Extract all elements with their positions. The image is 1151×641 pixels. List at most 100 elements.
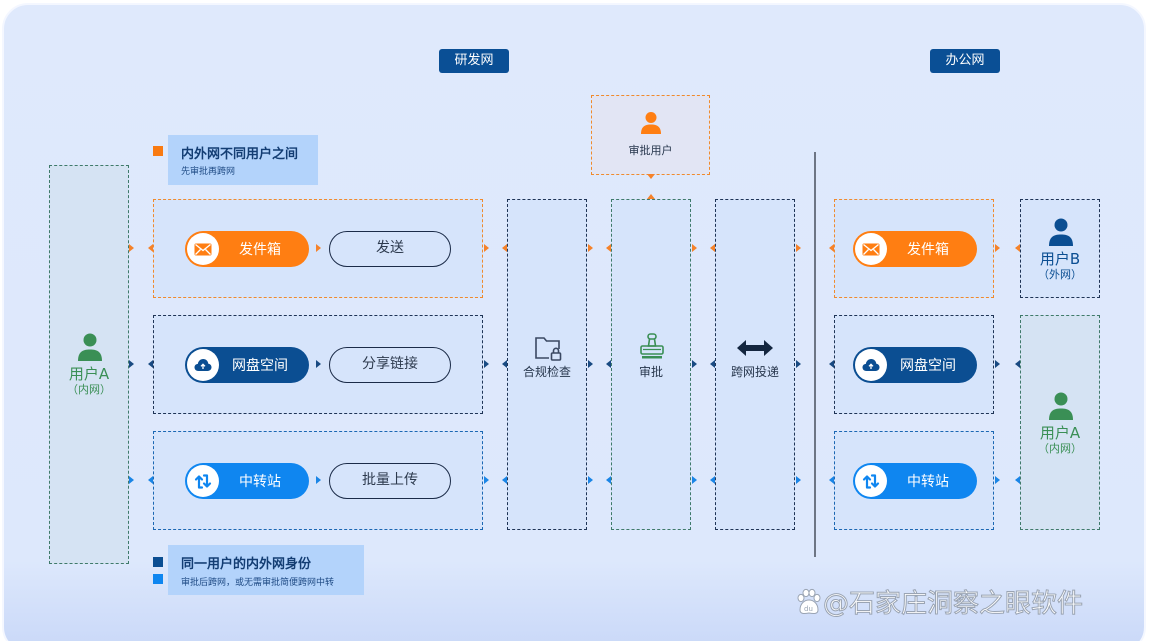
arrow-right-blue bbox=[692, 476, 697, 484]
arrow-right-navy bbox=[129, 360, 134, 368]
right-relay-button[interactable]: 中转站 bbox=[853, 463, 977, 499]
paw-logo-icon: du bbox=[797, 588, 821, 614]
arrow-left-blue bbox=[606, 476, 611, 484]
transfer-icon bbox=[862, 473, 880, 489]
arrow-right-navy bbox=[588, 360, 593, 368]
mail-icon bbox=[862, 243, 880, 255]
left-relay-button[interactable]: 中转站 bbox=[185, 463, 309, 499]
arrow-pill-to-action-blue bbox=[316, 476, 321, 484]
arrow-left-blue bbox=[148, 476, 153, 484]
legend-navy-marker bbox=[153, 557, 163, 567]
arrow-right-blue bbox=[484, 476, 489, 484]
arrow-left-orange bbox=[502, 244, 507, 252]
right-user-b-name: 用户B bbox=[1039, 250, 1081, 268]
batch-upload-button[interactable]: 批量上传 bbox=[329, 463, 451, 499]
arrow-left-navy bbox=[148, 360, 153, 368]
arrow-right-orange bbox=[796, 244, 801, 252]
office-network-tag: 办公网 bbox=[930, 49, 1000, 73]
arrow-left-orange bbox=[606, 244, 611, 252]
arrow-right-orange bbox=[129, 244, 134, 252]
arrow-left-navy bbox=[710, 360, 715, 368]
right-user-a-box[interactable]: 用户A （内网） bbox=[1020, 315, 1100, 530]
stage-delivery-label: 跨网投递 bbox=[730, 365, 779, 379]
stage-compliance-box[interactable]: 合规检查 bbox=[507, 199, 587, 530]
network-separator bbox=[814, 152, 816, 557]
arrow-right-blue bbox=[796, 476, 801, 484]
user-icon bbox=[1049, 218, 1073, 246]
arrow-left-orange bbox=[1015, 244, 1020, 252]
arrow-left-orange bbox=[148, 244, 153, 252]
right-outbox-button[interactable]: 发件箱 bbox=[853, 231, 977, 267]
user-icon bbox=[78, 333, 102, 361]
stage-approval-box[interactable]: 审批 bbox=[611, 199, 691, 530]
arrow-left-navy bbox=[606, 360, 611, 368]
right-relay-label: 中转站 bbox=[907, 474, 949, 490]
arrow-right-navy bbox=[692, 360, 697, 368]
stamp-icon bbox=[640, 333, 664, 359]
left-netdisk-label: 网盘空间 bbox=[232, 358, 288, 374]
arrow-left-blue bbox=[710, 476, 715, 484]
right-user-a-name: 用户A bbox=[1039, 424, 1081, 442]
watermark: du @石家庄洞察之眼软件 bbox=[795, 583, 1084, 620]
arrow-pill-to-action-orange bbox=[316, 244, 321, 252]
share-link-button[interactable]: 分享链接 bbox=[329, 347, 451, 383]
right-outbox-label: 发件箱 bbox=[907, 242, 949, 258]
right-user-b-box[interactable]: 用户B （外网） bbox=[1020, 199, 1100, 298]
legend-bottom-title: 同一用户的内外网身份 bbox=[181, 557, 312, 572]
right-user-a-sub: （内网） bbox=[1038, 442, 1082, 455]
legend-bottom: 同一用户的内外网身份 审批后跨网，或无需审批简便跨网中转 bbox=[168, 545, 364, 595]
right-netdisk-button[interactable]: 网盘空间 bbox=[853, 347, 977, 383]
left-user-a-box[interactable]: 用户A （内网） bbox=[49, 165, 129, 564]
stage-compliance-label: 合规检查 bbox=[522, 365, 571, 379]
arrow-left-blue bbox=[502, 476, 507, 484]
right-user-b-sub: （外网） bbox=[1038, 268, 1082, 281]
approver-label: 审批用户 bbox=[628, 144, 673, 157]
arrow-left-navy bbox=[502, 360, 507, 368]
stage-delivery-box[interactable]: 跨网投递 bbox=[715, 199, 795, 530]
arrow-right-blue bbox=[588, 476, 593, 484]
legend-top-subtitle: 先审批再跨网 bbox=[181, 167, 236, 177]
arrow-pill-to-action-navy bbox=[316, 360, 321, 368]
folder-lock-icon bbox=[535, 337, 562, 361]
transfer-icon bbox=[194, 473, 212, 489]
arrow-right-blue bbox=[129, 476, 134, 484]
mail-icon bbox=[194, 243, 212, 255]
approval-up-arrow bbox=[647, 194, 655, 199]
arrow-left-blue bbox=[1015, 476, 1020, 484]
cloud-upload-icon bbox=[862, 359, 880, 371]
legend-top-title: 内外网不同用户之间 bbox=[181, 147, 299, 162]
arrow-left-navy bbox=[1015, 360, 1020, 368]
legend-top: 内外网不同用户之间 先审批再跨网 bbox=[168, 135, 318, 185]
arrow-left-blue bbox=[829, 476, 834, 484]
user-icon bbox=[1049, 392, 1073, 420]
left-netdisk-button[interactable]: 网盘空间 bbox=[185, 347, 309, 383]
arrow-left-orange bbox=[829, 244, 834, 252]
left-relay-label: 中转站 bbox=[239, 474, 281, 490]
stage-approval-label: 审批 bbox=[638, 365, 663, 379]
rd-network-tag: 研发网 bbox=[439, 49, 509, 73]
legend-blue-marker bbox=[153, 574, 163, 584]
right-netdisk-label: 网盘空间 bbox=[900, 358, 956, 374]
arrow-right-orange bbox=[692, 244, 697, 252]
arrow-right-orange bbox=[484, 244, 489, 252]
legend-orange-marker bbox=[153, 146, 163, 156]
arrow-right-orange bbox=[995, 244, 1000, 252]
double-arrow-icon bbox=[737, 340, 773, 356]
arrow-right-navy bbox=[484, 360, 489, 368]
legend-bottom-subtitle: 审批后跨网，或无需审批简便跨网中转 bbox=[181, 578, 335, 588]
arrow-right-navy bbox=[796, 360, 801, 368]
left-outbox-button[interactable]: 发件箱 bbox=[185, 231, 309, 267]
approver-down-arrow bbox=[647, 174, 655, 179]
left-user-name: 用户A bbox=[68, 365, 110, 383]
watermark-text: @石家庄洞察之眼软件 bbox=[822, 589, 1084, 620]
left-user-sub: （内网） bbox=[67, 383, 111, 396]
left-outbox-label: 发件箱 bbox=[239, 242, 281, 258]
approver-user-icon bbox=[641, 112, 661, 134]
arrow-right-orange bbox=[588, 244, 593, 252]
send-button[interactable]: 发送 bbox=[329, 231, 451, 267]
arrow-right-navy bbox=[995, 360, 1000, 368]
approver-box: 审批用户 bbox=[591, 95, 710, 175]
arrow-left-navy bbox=[829, 360, 834, 368]
cloud-upload-icon bbox=[194, 359, 212, 371]
arrow-right-blue bbox=[995, 476, 1000, 484]
